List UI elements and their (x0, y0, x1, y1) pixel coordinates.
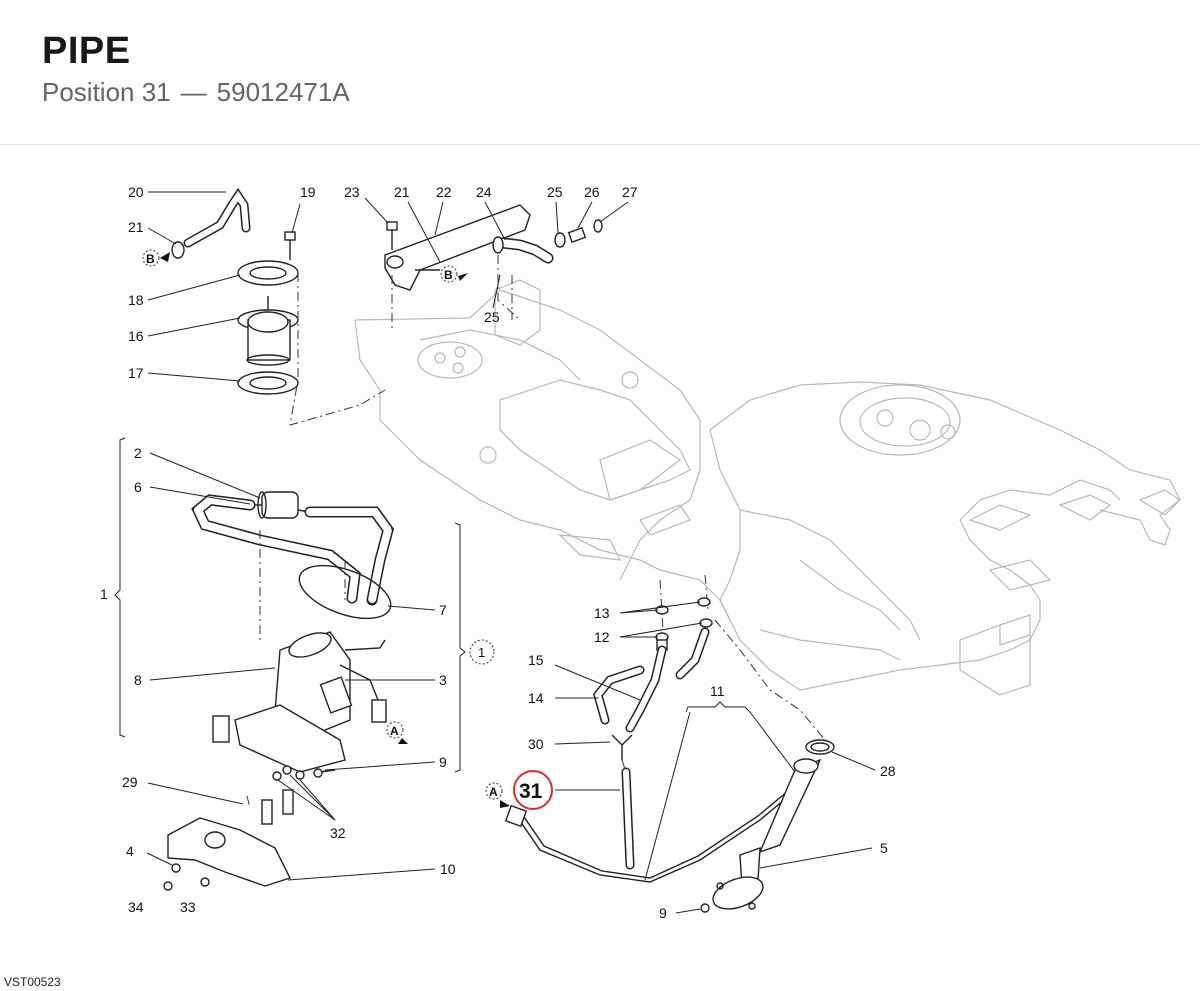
callout-21: 21 (128, 219, 144, 235)
drain-tray-22-part (384, 204, 531, 291)
hose-20-part (183, 187, 251, 248)
clamp-21-part (171, 241, 185, 259)
gasket-18-part (237, 260, 299, 286)
callout-14: 14 (528, 690, 544, 706)
corrugated-hose-24-part (497, 237, 554, 264)
subtitle-separator: — (180, 77, 207, 107)
washer-25-part (492, 232, 566, 254)
callout-28: 28 (880, 763, 896, 779)
callout-11: 11 (710, 683, 725, 699)
braided-hose-part (191, 494, 394, 606)
callout-5: 5 (880, 840, 888, 856)
callout-15: 15 (528, 652, 544, 668)
callout-9-left: 9 (439, 754, 447, 770)
gasket-17-part (237, 371, 299, 395)
pipe-31-part (621, 767, 635, 870)
callout-22: 22 (436, 184, 452, 200)
bolt-19-part (284, 231, 296, 260)
callout-26: 26 (584, 184, 600, 200)
fitting-26-part (567, 227, 587, 243)
screws-9-part (313, 768, 336, 778)
callout-34: 34 (128, 899, 144, 915)
callout-16: 16 (128, 328, 144, 344)
ref-a-harness: A (489, 785, 498, 799)
position-label: Position 31 (42, 77, 171, 107)
hose-15-part (625, 627, 710, 733)
callout-6: 6 (134, 479, 142, 495)
callout-17: 17 (128, 365, 144, 381)
fuel-filter-2-part (250, 491, 311, 519)
callout-33: 33 (180, 899, 196, 915)
t-fitting-30-part (611, 734, 633, 760)
callout-23: 23 (344, 184, 360, 200)
callout-10: 10 (440, 861, 456, 877)
callout-3: 3 (439, 672, 447, 688)
level-sensor-5-part (712, 758, 822, 910)
callout-18: 18 (128, 292, 144, 308)
callout-12: 12 (594, 629, 610, 645)
page-title: PIPE (42, 30, 131, 72)
part-number: 59012471A (216, 77, 350, 107)
ref-a-pump: A (390, 724, 399, 738)
reference-code: VST00523 (4, 975, 61, 989)
clamps-13-part (655, 597, 711, 615)
callout-13: 13 (594, 605, 610, 621)
nuts-34-33-part (163, 877, 210, 891)
callout-27: 27 (622, 184, 638, 200)
seal-7-part (298, 564, 392, 620)
callout-7: 7 (439, 602, 447, 618)
oring-28-part (805, 739, 835, 755)
callout-32: 32 (330, 825, 346, 841)
highlight-ring (513, 770, 553, 810)
fittings-12-part (655, 618, 713, 651)
ref-b-right: B (444, 268, 453, 282)
frame-outline (354, 279, 1181, 696)
fittings-32-part (261, 765, 305, 825)
callout-21-upper: 21 (394, 184, 410, 200)
ref-b-left: B (146, 252, 155, 266)
oring-27-part (593, 219, 603, 233)
callout-9-right: 9 (659, 905, 667, 921)
subtitle: Position 31 — 59012471A (42, 77, 350, 108)
exploded-parts-diagram: 20 19 23 21 22 24 25 26 27 21 18 16 17 2… (0, 145, 1200, 991)
header: PIPE Position 31 — 59012471A (0, 0, 1200, 145)
callout-20: 20 (128, 184, 144, 200)
screw-4-part (171, 863, 181, 873)
ref-1-circled: 1 (478, 645, 485, 660)
callout-25-upper: 25 (547, 184, 563, 200)
callout-19: 19 (300, 184, 316, 200)
callout-4: 4 (126, 843, 134, 859)
callout-1: 1 (100, 586, 108, 602)
screw-9b-part (700, 903, 710, 913)
callout-30: 30 (528, 736, 544, 752)
hose-14-part (593, 665, 645, 725)
pump-base-plate-part (212, 704, 346, 773)
harness-11-part (504, 790, 791, 883)
callout-25-lower: 25 (484, 309, 500, 325)
callout-31-highlighted: 31 (519, 780, 543, 803)
screw-23-part (386, 221, 398, 250)
callout-8: 8 (134, 672, 142, 688)
bracket-10-part (167, 817, 291, 887)
callout-29: 29 (122, 774, 138, 790)
callout-labels: 20 19 23 21 22 24 25 26 27 21 18 16 17 2… (100, 184, 896, 921)
reference-arrows (160, 252, 510, 808)
leader-lines (146, 191, 876, 914)
filler-neck-16-part (237, 296, 299, 366)
callout-2: 2 (134, 445, 142, 461)
callout-24: 24 (476, 184, 492, 200)
